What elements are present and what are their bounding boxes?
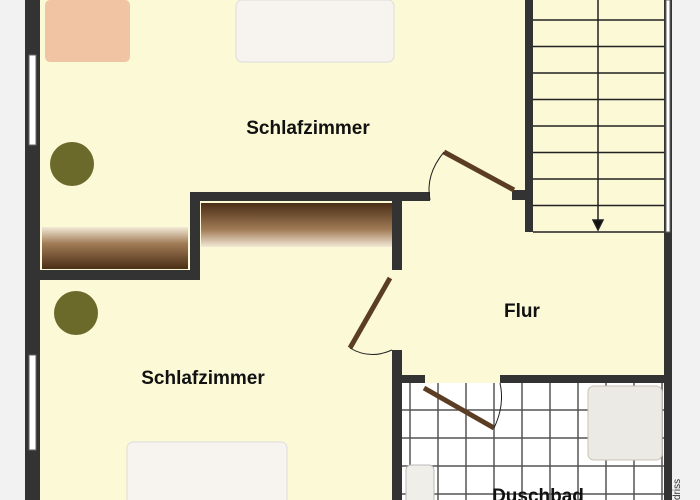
shower-tray — [587, 385, 663, 461]
room-label: Duschbad — [492, 486, 584, 500]
side-caption: driss — [672, 479, 683, 500]
windows — [28, 0, 671, 451]
plant-icon — [50, 142, 94, 186]
bed — [126, 441, 288, 500]
stair-arrow-icon — [591, 219, 605, 232]
room-label: Flur — [504, 301, 540, 322]
doors — [347, 149, 516, 431]
wardrobe — [42, 227, 188, 269]
plant-icon — [54, 291, 98, 335]
room-label: Schlafzimmer — [141, 368, 265, 389]
wardrobe — [201, 203, 392, 247]
bed — [235, 0, 395, 63]
toilet — [405, 464, 435, 500]
room-label: Schlafzimmer — [246, 118, 370, 139]
staircase — [533, 0, 664, 233]
nightstand — [45, 0, 130, 62]
